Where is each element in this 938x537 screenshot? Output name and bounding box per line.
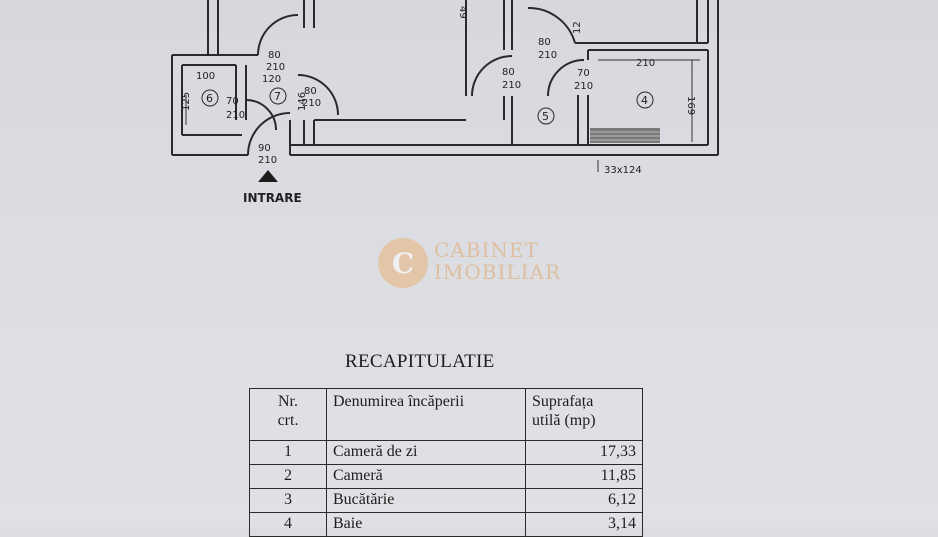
dim-text: 125 [181, 92, 192, 111]
table-row: 2 Cameră 11,85 [249, 464, 643, 489]
dim-text: 70 [577, 68, 590, 79]
room-number: 4 [641, 94, 648, 107]
dim-text: 80 [304, 86, 317, 97]
watermark-logo: C [378, 238, 428, 288]
dim-text: 210 [538, 50, 557, 61]
cell-area: 3,14 [525, 512, 643, 537]
dim-text: 100 [196, 71, 215, 82]
dim-text: 49 [457, 6, 468, 19]
watermark-line1: CABINET [434, 238, 539, 262]
header-nr-line1: Nr. [278, 393, 298, 410]
cell-name: Baie [326, 512, 526, 537]
dim-text: 210 [266, 62, 285, 73]
cell-nr: 1 [249, 440, 327, 465]
dim-text: 120 [262, 74, 281, 85]
recap-table: Nr. crt. Denumirea încăperii Suprafața u… [249, 388, 643, 537]
dim-text: 210 [258, 155, 277, 166]
room-number: 6 [206, 92, 213, 105]
dim-text: 210 [226, 110, 245, 121]
cell-nr: 3 [249, 488, 327, 513]
header-name: Denumirea încăperii [326, 388, 526, 441]
room-number: 5 [542, 110, 549, 123]
watermark-line2: IMOBILIAR [434, 260, 562, 284]
cell-name: Bucătărie [326, 488, 526, 513]
dim-text: 80 [268, 50, 281, 61]
table-row: 4 Baie 3,14 [249, 512, 643, 537]
dim-text: 169 [685, 96, 696, 115]
dim-text: 210 [574, 81, 593, 92]
header-nr-line2: crt. [277, 412, 299, 429]
table-row: 3 Bucătărie 6,12 [249, 488, 643, 513]
dim-text: 33x124 [604, 165, 642, 176]
dim-text: 210 [302, 98, 321, 109]
table-row: 1 Cameră de zi 17,33 [249, 440, 643, 465]
table-header-row: Nr. crt. Denumirea încăperii Suprafața u… [249, 388, 643, 441]
cell-name: Cameră [326, 464, 526, 489]
watermark: C CABINET IMOBILIAR [378, 236, 578, 292]
header-area-line2: utilă (mp) [532, 412, 596, 429]
cell-name: Cameră de zi [326, 440, 526, 465]
recap-title: RECAPITULATIE [345, 351, 495, 372]
dim-text: 146 [297, 92, 308, 111]
floor-plan: 80 210 100 120 125 146 80 210 70 210 90 … [171, 0, 719, 205]
room-number: 7 [274, 90, 281, 103]
header-nr: Nr. crt. [249, 388, 327, 441]
cell-area: 11,85 [525, 464, 643, 489]
dim-text: 210 [636, 58, 655, 69]
header-area: Suprafața utilă (mp) [525, 388, 643, 441]
cell-nr: 4 [249, 512, 327, 537]
dim-text: 80 [502, 67, 515, 78]
dim-text: 80 [538, 37, 551, 48]
header-name-text: Denumirea încăperii [333, 393, 465, 410]
cell-nr: 2 [249, 464, 327, 489]
dim-text: 210 [502, 80, 521, 91]
cell-area: 6,12 [525, 488, 643, 513]
dim-text: 12 [572, 21, 583, 34]
header-area-line1: Suprafața [532, 393, 594, 410]
dim-text: 90 [258, 143, 271, 154]
dim-text: 70 [226, 96, 239, 107]
cell-area: 17,33 [525, 440, 643, 465]
entrance-label: INTRARE [243, 191, 302, 205]
